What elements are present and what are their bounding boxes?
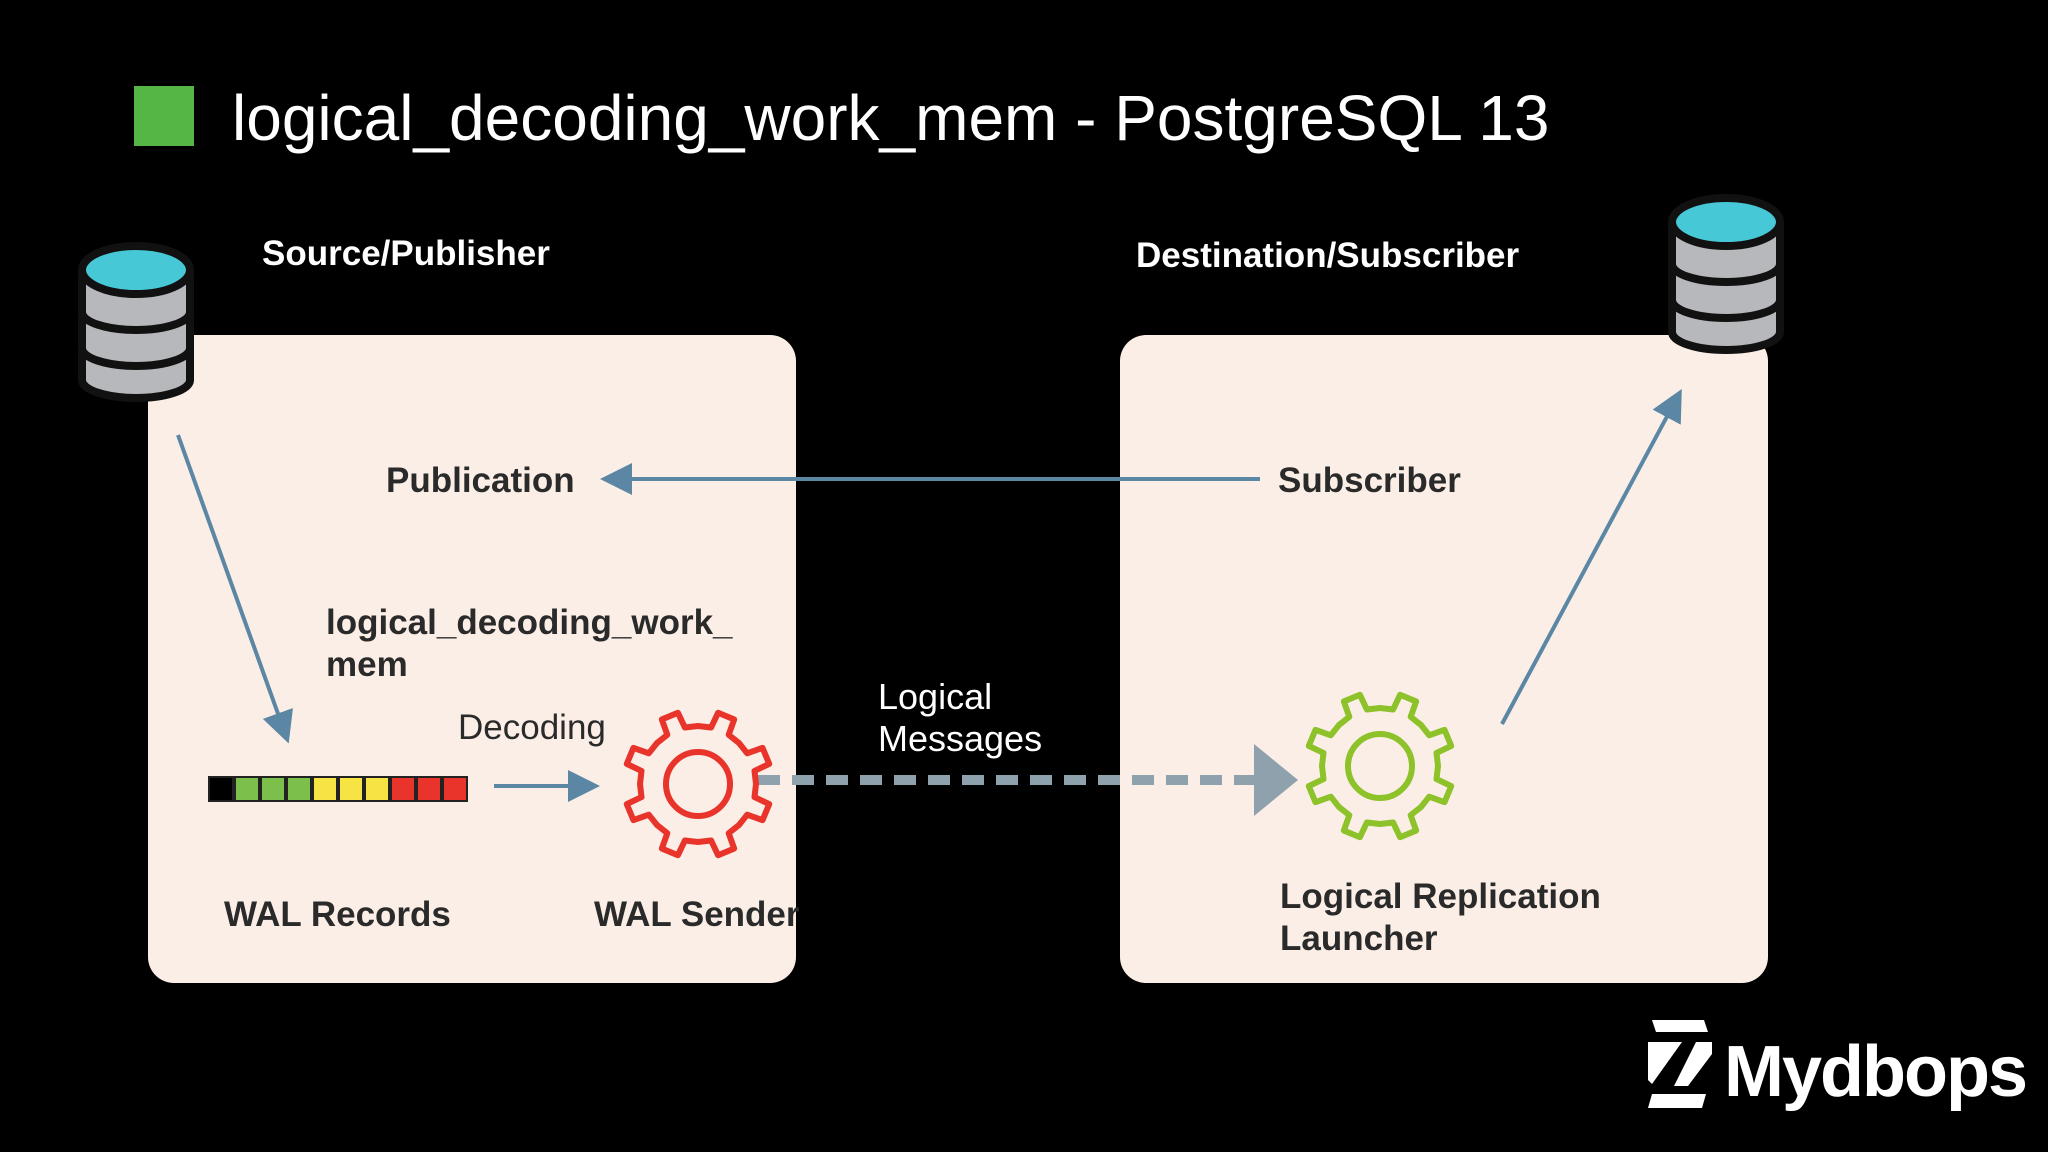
wal-record-cell	[364, 776, 390, 802]
launcher-to-db-arrow	[1500, 388, 1682, 725]
launcher-gear-icon	[1305, 691, 1455, 841]
publication-label: Publication	[386, 461, 575, 500]
title-accent-square	[134, 86, 194, 146]
wal-record-cell	[286, 776, 312, 802]
db-to-wal-arrow	[176, 434, 293, 744]
page-title: logical_decoding_work_mem - PostgreSQL 1…	[232, 82, 1550, 154]
wal-record-cell	[234, 776, 260, 802]
work-mem-label-line1: logical_decoding_work_	[326, 603, 733, 642]
subscriber-label: Subscriber	[1278, 461, 1461, 500]
destination-database-icon	[1668, 194, 1784, 354]
logical-messages-arrowhead	[1254, 744, 1298, 816]
wal-record-cell	[442, 776, 468, 802]
work-mem-label-line2: mem	[326, 645, 408, 684]
logical-messages-label-line1: Logical	[878, 676, 993, 717]
logical-messages-label-line2: Messages	[878, 718, 1043, 759]
wal-records-bar	[208, 776, 472, 802]
destination-panel	[1120, 335, 1768, 983]
source-database-icon	[78, 242, 194, 402]
wal-record-cell	[338, 776, 364, 802]
launcher-label-line1: Logical Replication	[1280, 877, 1601, 916]
wal-sender-label: WAL Sender	[594, 895, 800, 934]
launcher-label-line2: Launcher	[1280, 919, 1438, 958]
mydbops-logo-icon	[1648, 1020, 1712, 1108]
wal-sender-gear-icon	[623, 709, 773, 859]
mydbops-logo-text: Mydbops	[1724, 1032, 2028, 1112]
wal-record-cell	[390, 776, 416, 802]
wal-records-label: WAL Records	[224, 895, 451, 934]
wal-record-cell	[416, 776, 442, 802]
destination-heading: Destination/Subscriber	[1136, 236, 1520, 275]
wal-record-cell	[260, 776, 286, 802]
source-panel	[148, 335, 796, 983]
source-heading: Source/Publisher	[262, 234, 550, 273]
wal-record-cell	[312, 776, 338, 802]
decoding-label: Decoding	[458, 708, 606, 747]
wal-record-cell	[208, 776, 234, 802]
